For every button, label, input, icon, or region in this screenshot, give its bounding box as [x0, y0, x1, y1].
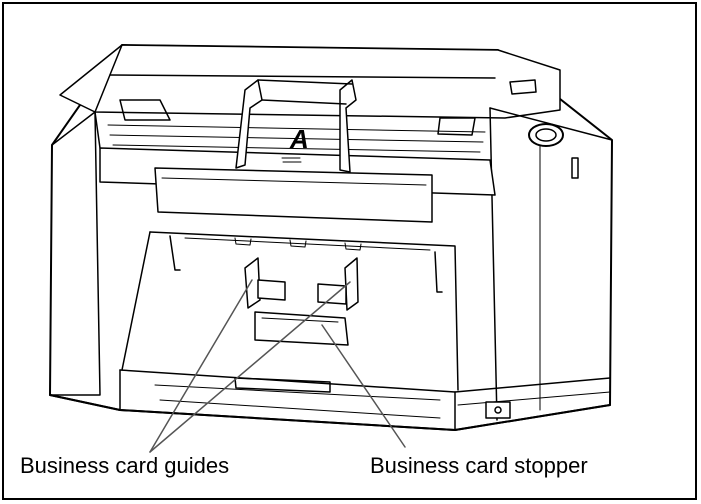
power-button-icon: [528, 123, 564, 147]
power-switch-icon: [485, 401, 511, 419]
scanner-body: [49, 44, 613, 431]
output-tray: [121, 231, 459, 419]
card-guide-icon: [244, 257, 359, 311]
paper-feeder: [99, 79, 496, 223]
label-business-card-guides: Business card guides: [20, 453, 230, 478]
feeder-mark: A: [289, 124, 309, 154]
card-stopper-icon: [254, 311, 349, 346]
figure-frame: [2, 2, 697, 500]
control-panel: [485, 79, 579, 419]
leader-lines: [149, 279, 406, 453]
label-business-card-stopper: Business card stopper: [370, 453, 588, 478]
